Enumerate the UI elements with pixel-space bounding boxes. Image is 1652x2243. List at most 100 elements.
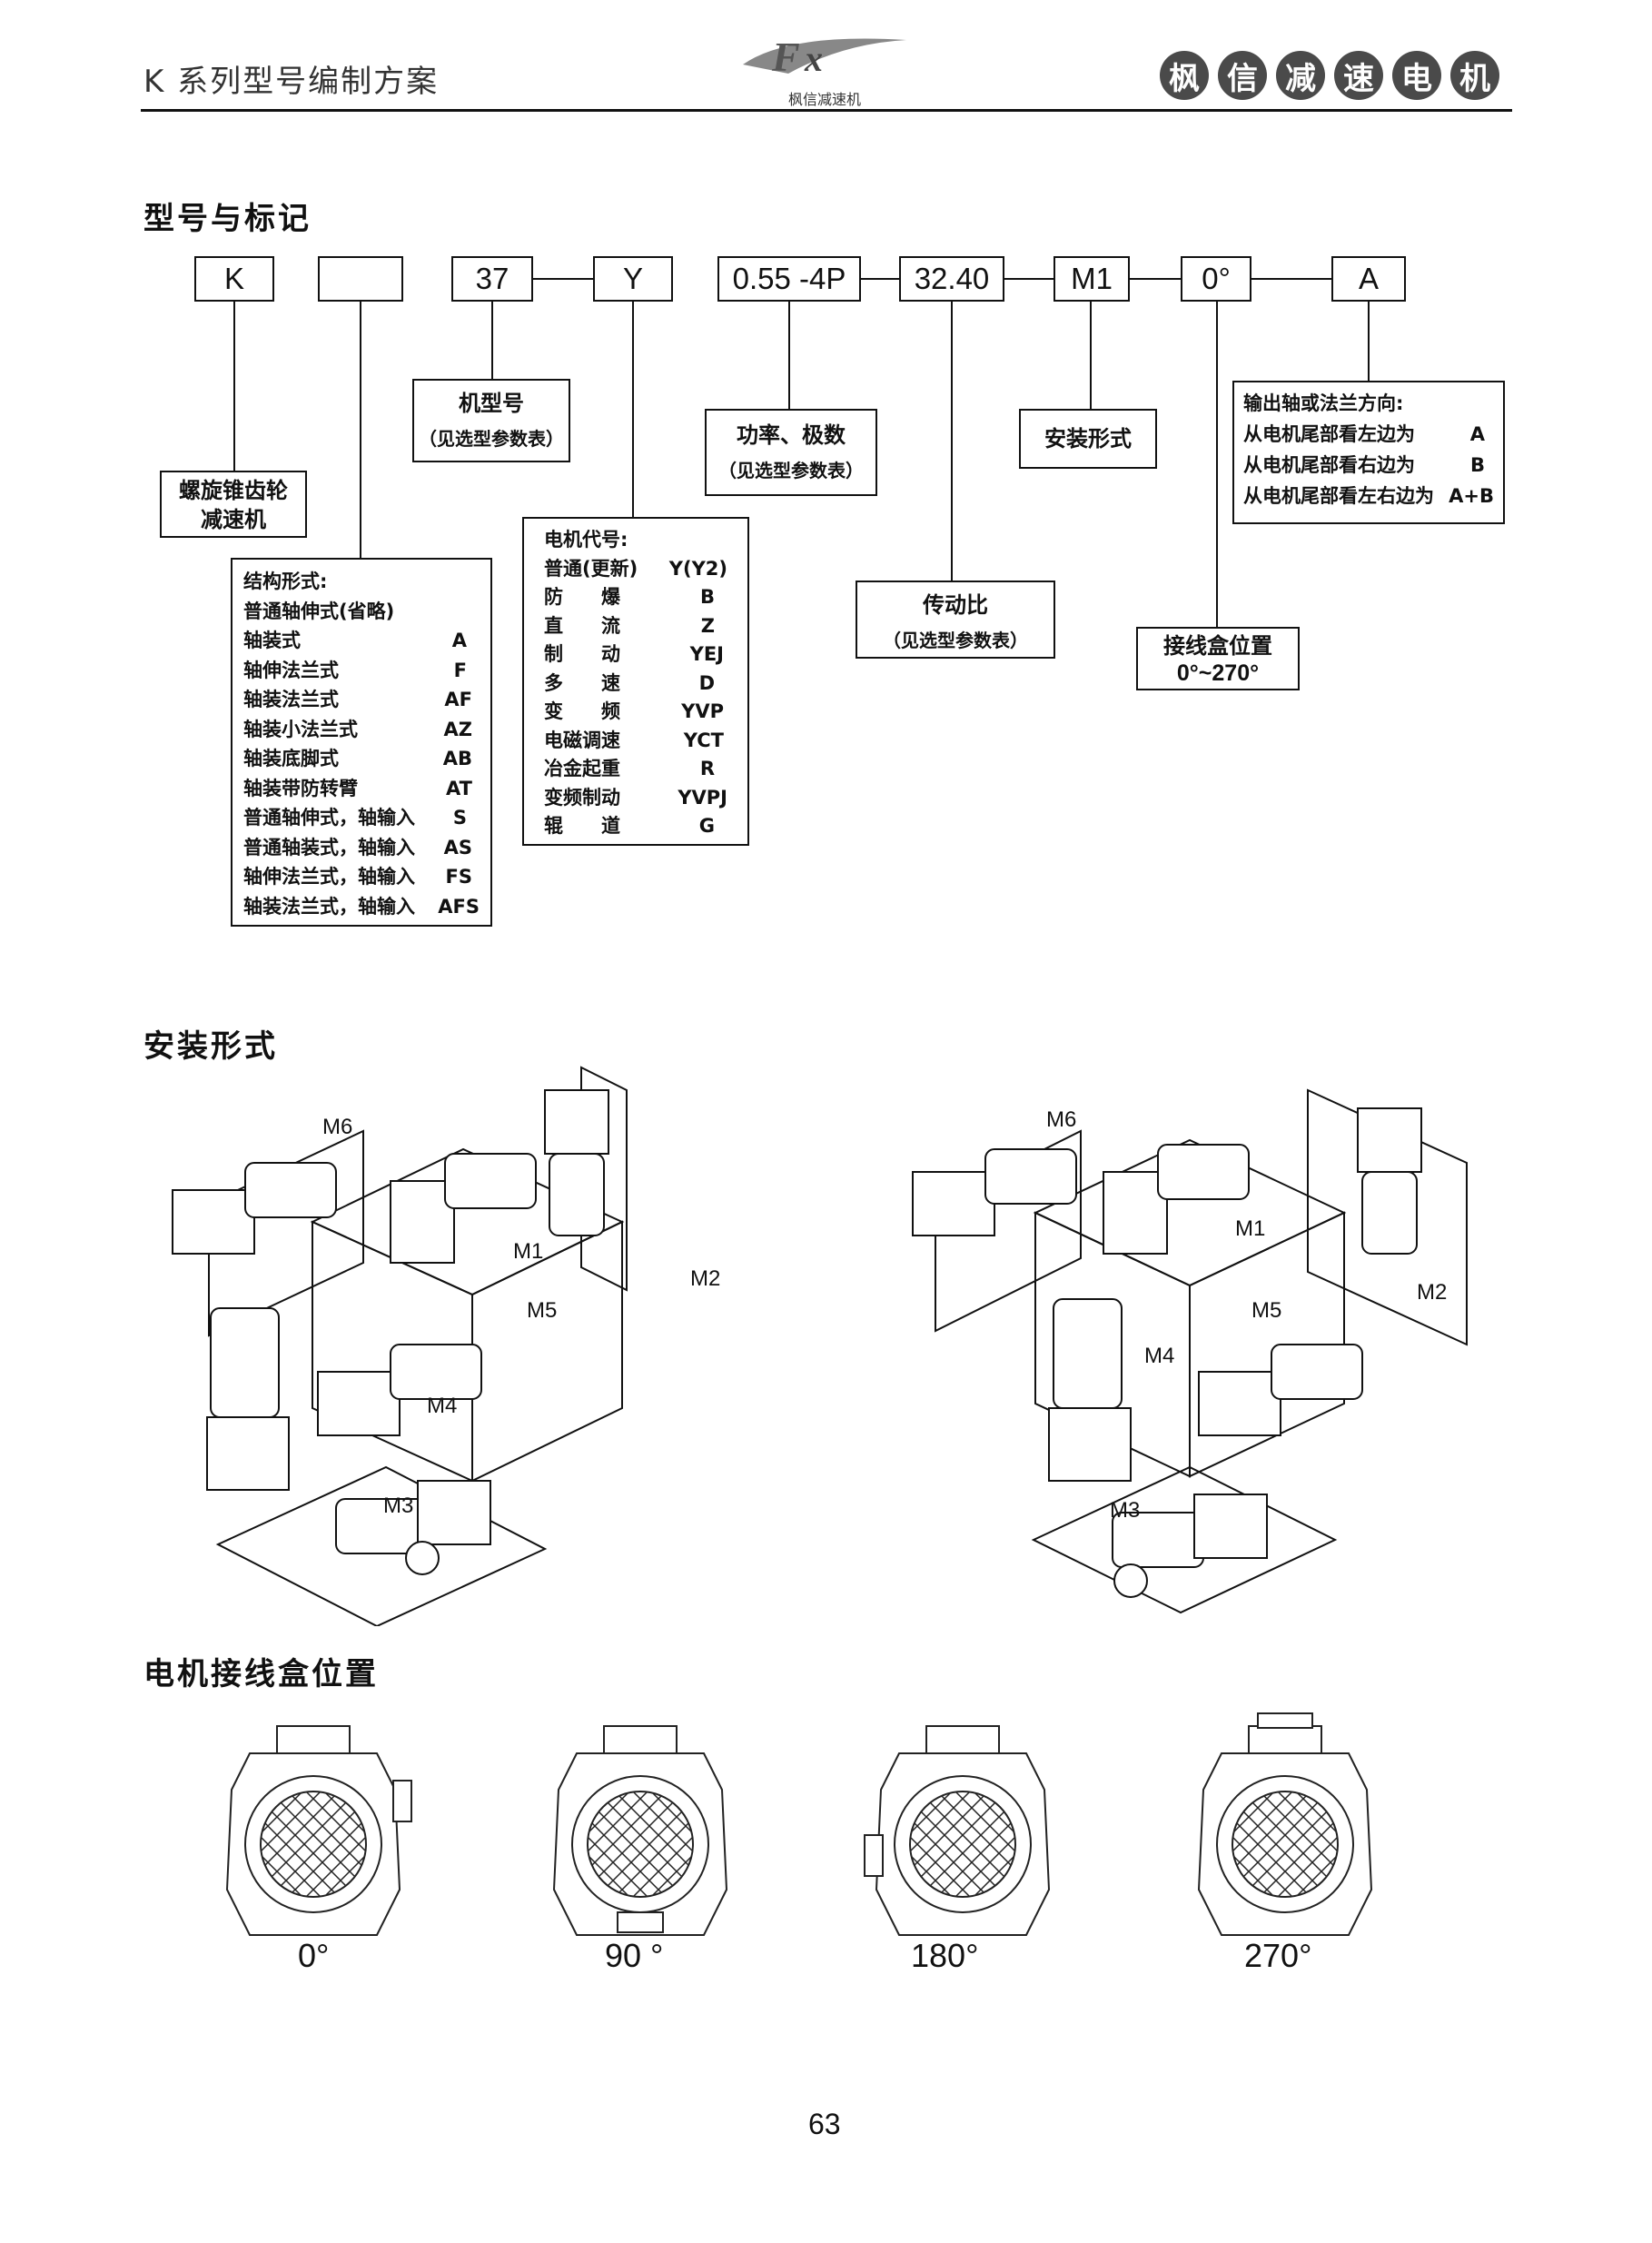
gearbox-m2 [1357,1107,1422,1173]
brand-char: 电 [1392,51,1441,100]
row-code: D [698,671,715,694]
cube-right [471,1220,623,1483]
leader [1216,302,1218,629]
row-name: 轴装式 [243,630,301,651]
connector [1004,278,1054,280]
terminal-view-180 [864,1725,1051,1936]
gearbox-m2 [544,1089,609,1155]
gearbox-m6 [912,1171,995,1236]
row-name: 多 速 [544,671,620,694]
row-name: 普通轴伸式(省略) [243,600,395,622]
brand-char: 枫 [1160,51,1209,100]
table-row: 从电机尾部看右边为 B [1243,450,1494,481]
code-frame: 37 [451,256,533,302]
row-name: 电磁调速 [544,729,620,751]
motor-code-title: 电机代号: [544,529,628,551]
row-code: A+B [1449,485,1494,507]
code-ratio: 32.40 [899,256,1004,302]
label-junction: 接线盒位置 0°~270° [1136,627,1300,690]
row-name: 轴装法兰式，轴输入 [243,895,415,918]
row-code: A [1469,423,1485,445]
brand-char: 信 [1218,51,1267,100]
row-code: B [699,586,715,608]
connector [1130,278,1181,280]
angle-label-270: 270° [1244,1937,1312,1974]
table-row: 变 频 YVP [544,698,727,727]
code-power: 0.55 -4P [717,256,861,302]
gearbox-m5 [1198,1371,1281,1436]
row-name: 轴伸法兰式 [243,659,339,681]
direction-title: 输出轴或法兰方向: [1243,392,1404,414]
code-direction: A [1331,256,1406,302]
row-code: AT [446,777,472,799]
row-code: A [451,630,467,651]
shaft-m3 [1113,1563,1148,1598]
row-code: YCT [683,729,724,751]
motor-m5 [390,1344,482,1400]
label-junction-range: 0°~270° [1176,660,1260,686]
mount-label-m2: M2 [1417,1280,1447,1305]
row-name: 防 爆 [544,586,620,608]
mount-label-m1: M1 [1235,1216,1265,1241]
page-number: 63 [808,2108,841,2140]
code-mount: M1 [1054,256,1130,302]
section-title-terminal: 电机接线盒位置 [143,1656,379,1692]
mount-label-m1: M1 [513,1239,543,1264]
row-name: 直 流 [544,614,620,637]
gearbox-m3 [1193,1494,1268,1559]
mount-label-m6: M6 [322,1115,352,1139]
mount-label-m4: M4 [1144,1344,1174,1368]
row-name: 从电机尾部看右边为 [1243,454,1415,476]
leader [632,302,634,518]
code-k: K [194,256,274,302]
row-code: AZ [443,718,472,740]
terminal-view-270 [1197,1712,1373,1936]
brand-logo: F x 枫信减速机 [734,24,915,111]
gearbox-m4 [206,1416,290,1491]
motor-m2 [1361,1171,1418,1255]
section-title-mounting: 安装形式 [143,1028,278,1065]
gearbox-m5 [317,1371,401,1436]
row-code: B [1469,454,1485,476]
structure-title: 结构形式: [243,571,328,592]
row-code: FS [445,866,472,888]
leader [360,302,361,558]
label-mount: 安装形式 [1019,409,1157,469]
brand-char: 减 [1276,51,1325,100]
row-code: AS [443,836,472,858]
motor-m6 [984,1148,1077,1205]
row-name: 变 频 [544,700,620,722]
label-ratio-title: 传动比 [923,592,988,618]
mounting-diagram-left: M6 M1 M2 M5 M4 M3 [172,1066,720,1626]
connector [861,278,899,280]
angle-label-180: 180° [911,1937,979,1974]
row-name: 冶金起重 [544,758,620,779]
panel-m3 [215,1465,548,1626]
fx-logo-icon: F x [743,34,906,80]
table-row: 普通轴伸式(省略) [243,597,480,627]
connector [1251,278,1331,280]
row-name: 从电机尾部看左边为 [1243,423,1415,445]
row-name: 轴装小法兰式 [243,718,358,740]
code-structure [318,256,403,302]
gearbox-m4 [1048,1407,1132,1482]
label-reducer: 螺旋锥齿轮 减速机 [160,471,307,538]
row-code: Z [700,614,715,637]
row-code: YVP [681,700,724,722]
label-reducer-line2: 减速机 [201,507,266,532]
row-name: 轴装底脚式 [243,748,339,769]
brand-name: 枫 信 减 速 电 机 [1160,51,1499,100]
row-code: YEJ [689,643,724,665]
section-title-model: 型号与标记 [143,201,312,237]
